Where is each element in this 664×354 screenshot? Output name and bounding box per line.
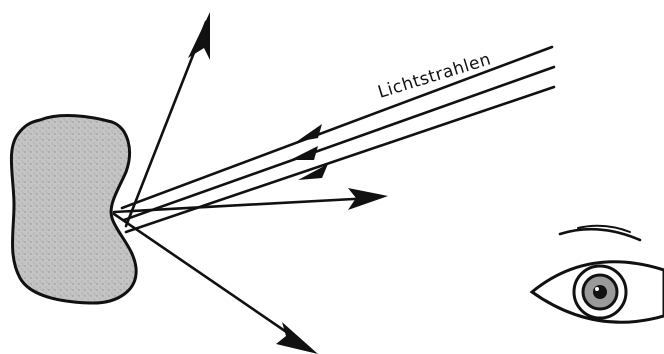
incoming-arrowhead-3: [298, 164, 328, 180]
scattered-arrowhead-up: [188, 12, 210, 60]
scattered-ray-right: [112, 196, 374, 214]
incoming-arrowhead-2: [290, 146, 318, 160]
scattered-arrowhead-right: [348, 188, 388, 210]
incoming-ray-2: [122, 65, 556, 222]
scattered-arrowhead-down: [276, 322, 318, 354]
incoming-ray-1: [120, 45, 554, 210]
object-shape: [9, 114, 138, 305]
incoming-ray-3: [124, 85, 556, 234]
scattered-ray-up: [124, 20, 208, 228]
incoming-arrowhead-1: [296, 124, 322, 142]
scattered-ray-down: [112, 212, 306, 346]
eye-icon: [529, 224, 664, 324]
